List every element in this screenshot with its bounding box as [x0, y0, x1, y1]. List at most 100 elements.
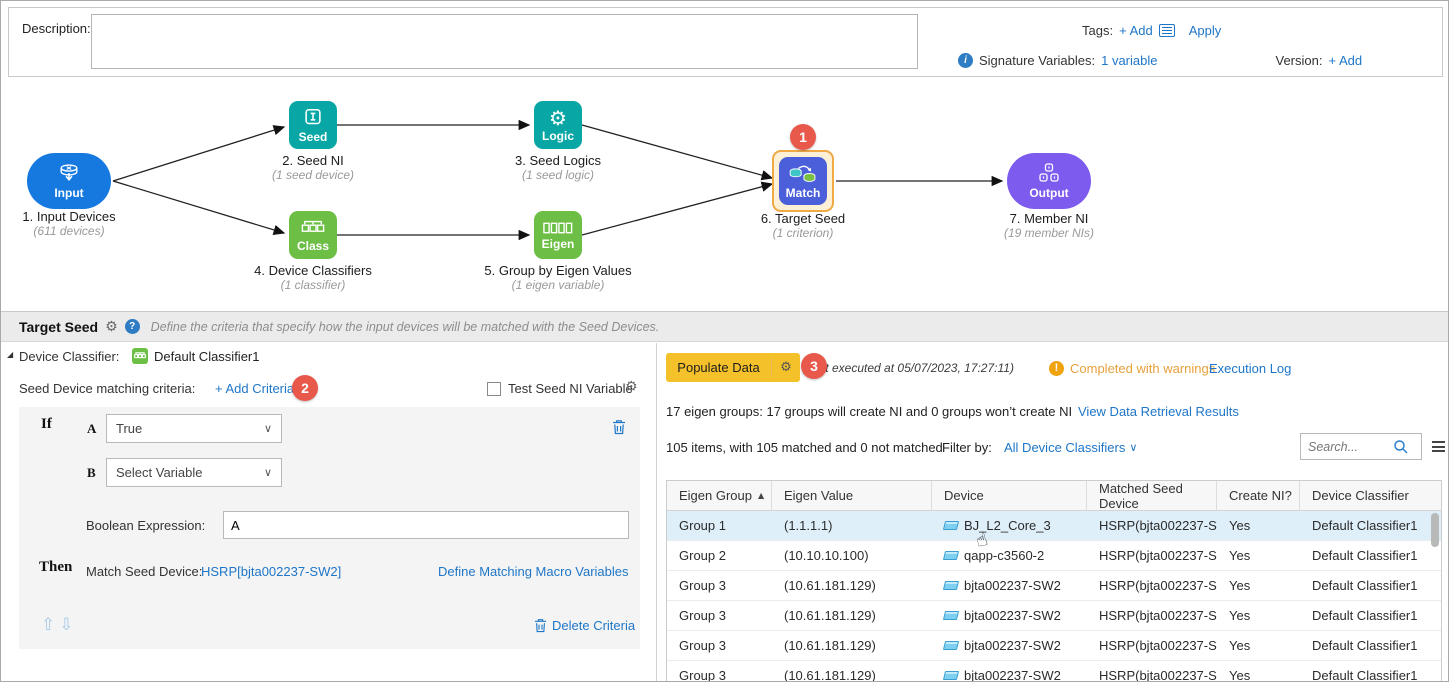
tags-apply-link[interactable]: Apply	[1188, 23, 1222, 38]
condition-a-select[interactable]: True ∨	[106, 414, 282, 443]
table-header-row: Eigen Group ▲ Eigen Value Device Matched…	[667, 481, 1441, 511]
classifier-icon	[132, 348, 148, 364]
diagram-node-output[interactable]: Output	[1007, 153, 1091, 209]
diagram-node-logic[interactable]: ⚙ Logic	[534, 101, 582, 149]
node-subtitle-input: (611 devices)	[33, 224, 105, 238]
collapse-triangle-icon[interactable]: ◢	[7, 350, 14, 359]
node-subtitle-class: (1 classifier)	[280, 278, 346, 292]
warning-status-text: Completed with warnings	[1070, 361, 1216, 376]
eigen-values-icon	[543, 222, 573, 233]
matching-criteria-label: Seed Device matching criteria:	[19, 381, 196, 396]
column-header-create-ni[interactable]: Create NI?	[1217, 481, 1300, 510]
column-header-device[interactable]: Device	[932, 481, 1087, 510]
diagram-node-seed[interactable]: Seed	[289, 101, 337, 149]
tags-label: Tags:	[1082, 23, 1114, 38]
column-header-eigen-group[interactable]: Eigen Group ▲	[667, 481, 772, 510]
test-seed-gear-icon[interactable]: ⚙	[625, 379, 638, 395]
execution-log-link[interactable]: Execution Log	[1209, 361, 1292, 376]
member-ni-icon	[1039, 162, 1059, 182]
match-seed-icon	[789, 165, 816, 182]
device-classifier-label: Device Classifier:	[19, 349, 120, 364]
diagram-node-match[interactable]: Match	[779, 157, 827, 205]
input-devices-icon	[60, 163, 78, 181]
panel-divider	[656, 343, 657, 681]
table-cell: Default Classifier1	[1312, 638, 1418, 653]
diagram-node-eigen[interactable]: Eigen	[534, 211, 582, 259]
description-textarea[interactable]	[91, 14, 918, 69]
diagram-node-class[interactable]: Class	[289, 211, 337, 259]
table-scrollbar-thumb[interactable]	[1431, 513, 1439, 547]
warning-icon: !	[1049, 361, 1064, 376]
signature-variables-link[interactable]: 1 variable	[1101, 53, 1158, 68]
device-classifier-filter-dropdown[interactable]: All Device Classifiers ∨	[1004, 440, 1138, 455]
condition-b-select[interactable]: Select Variable ∨	[106, 458, 282, 487]
seed-ni-icon	[305, 108, 321, 124]
column-header-device-classifier[interactable]: Device Classifier	[1312, 488, 1409, 503]
test-seed-ni-label: Test Seed NI Variable	[508, 381, 633, 396]
delete-condition-icon[interactable]	[612, 419, 626, 438]
tags-list-icon[interactable]	[1158, 24, 1175, 37]
node-subtitle-seed: (1 seed device)	[271, 168, 355, 182]
diagram-node-input[interactable]: Input	[27, 153, 111, 209]
table-cell: Default Classifier1	[1312, 608, 1418, 623]
chevron-down-icon: ∨	[263, 422, 272, 435]
version-add-link[interactable]: + Add	[1328, 53, 1363, 68]
match-seed-device-link[interactable]: HSRP[bjta002237-SW2]	[201, 564, 342, 579]
table-cell: HSRP(bjta002237-SW2)	[1099, 608, 1217, 623]
node-title-match: 6. Target Seed	[760, 211, 846, 226]
table-cell: Group 3	[679, 578, 726, 593]
node-title-logic: 3. Seed Logics	[514, 153, 601, 168]
add-criteria-link[interactable]: + Add Criteria	[215, 381, 295, 396]
table-menu-icon[interactable]	[1432, 441, 1445, 452]
test-seed-ni-checkbox[interactable]	[487, 382, 501, 396]
column-header-eigen-value[interactable]: Eigen Value	[772, 481, 932, 510]
column-header-matched-seed-device[interactable]: Matched Seed Device	[1087, 481, 1217, 511]
node-title-output: 7. Member NI	[1009, 211, 1089, 226]
table-cell: (10.61.181.129)	[784, 578, 876, 593]
device-cell[interactable]: bjta002237-SW2	[932, 661, 1087, 681]
filter-by-label: Filter by:	[942, 440, 992, 455]
table-cell: Yes	[1229, 638, 1251, 653]
search-input[interactable]	[1301, 439, 1393, 454]
move-criteria-arrows[interactable]: ⇧⇩	[41, 615, 78, 635]
target-seed-gear-icon[interactable]: ⚙	[105, 318, 118, 335]
table-cell: HSRP(bjta002237-SW2)	[1099, 668, 1217, 682]
table-cell: HSRP(bjta002237-SW2)	[1099, 638, 1217, 653]
device-cell[interactable]: bjta002237-SW2	[932, 601, 1087, 630]
node-subtitle-eigen: (1 eigen variable)	[511, 278, 605, 292]
description-label: Description:	[22, 21, 91, 36]
node-title-input: 1. Input Devices	[22, 209, 116, 224]
device-cell[interactable]: BJ_L2_Core_3	[932, 511, 1087, 540]
device-cell[interactable]: qapp-c3560-2	[932, 541, 1087, 570]
table-row[interactable]: Group 3 (10.61.181.129) bjta002237-SW2 HSRP…	[667, 571, 1441, 601]
results-table: Eigen Group ▲ Eigen Value Device Matched…	[666, 480, 1442, 682]
boolean-expression-input[interactable]	[223, 511, 629, 539]
table-cell: (10.61.181.129)	[784, 668, 876, 682]
node-subtitle-output: (19 member NIs)	[1003, 226, 1095, 240]
version-label: Version:	[1275, 53, 1323, 68]
table-cell: HSRP(bjta002237-SW2)	[1099, 578, 1217, 593]
table-cell: Group 2	[679, 548, 726, 563]
table-cell: (1.1.1.1)	[784, 518, 833, 533]
step-badge-1: 1	[790, 124, 816, 150]
device-cell[interactable]: bjta002237-SW2	[932, 571, 1087, 600]
tags-add-link[interactable]: + Add	[1119, 23, 1153, 38]
populate-gear-icon[interactable]: ⚙	[780, 360, 792, 375]
view-data-retrieval-results-link[interactable]: View Data Retrieval Results	[1078, 404, 1239, 419]
device-classifier-value: Default Classifier1	[154, 349, 260, 364]
search-icon[interactable]	[1393, 439, 1409, 455]
help-icon[interactable]: ?	[124, 319, 140, 334]
device-icon	[942, 641, 960, 650]
device-cell[interactable]: bjta002237-SW2	[932, 631, 1087, 660]
table-cell: Yes	[1229, 518, 1251, 533]
populate-data-button[interactable]: Populate Data ⚙	[666, 353, 800, 382]
device-icon	[942, 581, 960, 590]
delete-criteria-button[interactable]: Delete Criteria	[534, 618, 635, 633]
eigen-groups-summary: 17 eigen groups: 17 groups will create N…	[666, 404, 1073, 419]
define-macro-variables-link[interactable]: Define Matching Macro Variables	[438, 564, 629, 579]
